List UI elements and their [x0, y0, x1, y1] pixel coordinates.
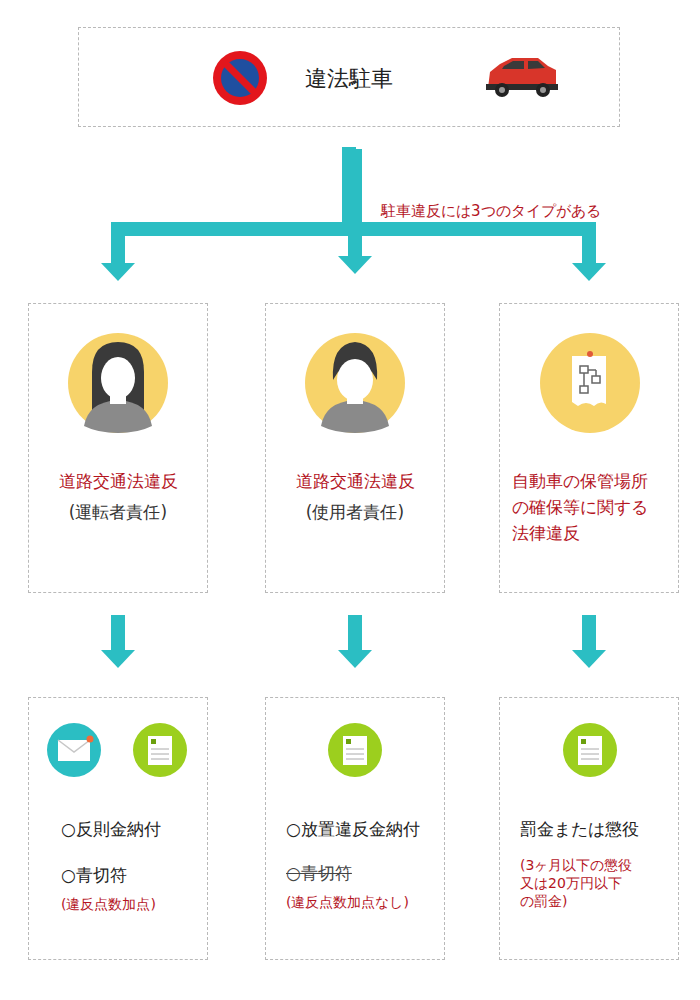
- penalty-box: ○放置違反金納付 ○青切符 (違反点数加点なし): [265, 697, 445, 960]
- node-heading: 道路交通法違反: [35, 470, 201, 492]
- node-heading: 罰金または懲役: [520, 818, 672, 840]
- flow-arrow: [349, 147, 606, 281]
- arrow-shaft: [582, 615, 596, 652]
- arrow-shaft: [111, 615, 125, 652]
- arrow-head: [338, 256, 372, 274]
- flow-arrow: [338, 615, 372, 668]
- ticket-icon: [328, 723, 382, 777]
- node-heading: 自動車の保管場所 の確保等に関する 法律違反: [512, 468, 672, 546]
- ticket-icon: [133, 723, 187, 777]
- node-text: ○青切符: [286, 862, 438, 884]
- node-heading: 道路交通法違反: [272, 470, 438, 492]
- node-text: (違反点数加点なし): [286, 893, 438, 911]
- node-heading: ○反則金納付: [61, 818, 201, 840]
- flow-arrow: [572, 615, 606, 668]
- arrow-shaft: [348, 615, 362, 652]
- flow-arrow: [101, 615, 135, 668]
- ticket-icon: [563, 723, 617, 777]
- no-parking-sign: [213, 51, 267, 105]
- title-box: 違法駐車: [78, 27, 620, 127]
- node-text: (違反点数加点): [61, 895, 201, 913]
- document-avatar: [540, 333, 640, 433]
- penalty-box: ○反則金納付 ○青切符 (違反点数加点): [28, 697, 208, 960]
- mail-icon: [47, 723, 101, 777]
- arrow-head: [101, 263, 135, 281]
- node-heading: ○放置違反金納付: [286, 818, 438, 840]
- node-text: (3ヶ月以下の懲役 又は20万円以下 の罰金): [520, 856, 672, 910]
- owner-avatar: [305, 333, 405, 433]
- node-heading: 違法駐車: [85, 65, 613, 94]
- arrow-head: [572, 263, 606, 281]
- edge-label: 駐車違反には3つのタイプがある: [379, 202, 603, 221]
- node-text: (運転者責任): [35, 501, 201, 523]
- arrow-shaft: [118, 147, 349, 265]
- car-icon: [486, 58, 558, 97]
- flow-arrow: [101, 147, 349, 281]
- category-box: 道路交通法違反 (使用者責任): [265, 303, 445, 593]
- category-box: 道路交通法違反 (運転者責任): [28, 303, 208, 593]
- node-text: (使用者責任): [272, 501, 438, 523]
- arrow-head: [338, 650, 372, 668]
- category-box: 自動車の保管場所 の確保等に関する 法律違反: [499, 303, 679, 593]
- arrow-head: [572, 650, 606, 668]
- node-text: ○青切符: [61, 864, 201, 886]
- penalty-box: 罰金または懲役 (3ヶ月以下の懲役 又は20万円以下 の罰金): [499, 697, 679, 960]
- arrow-head: [101, 650, 135, 668]
- driver-avatar: [68, 333, 168, 433]
